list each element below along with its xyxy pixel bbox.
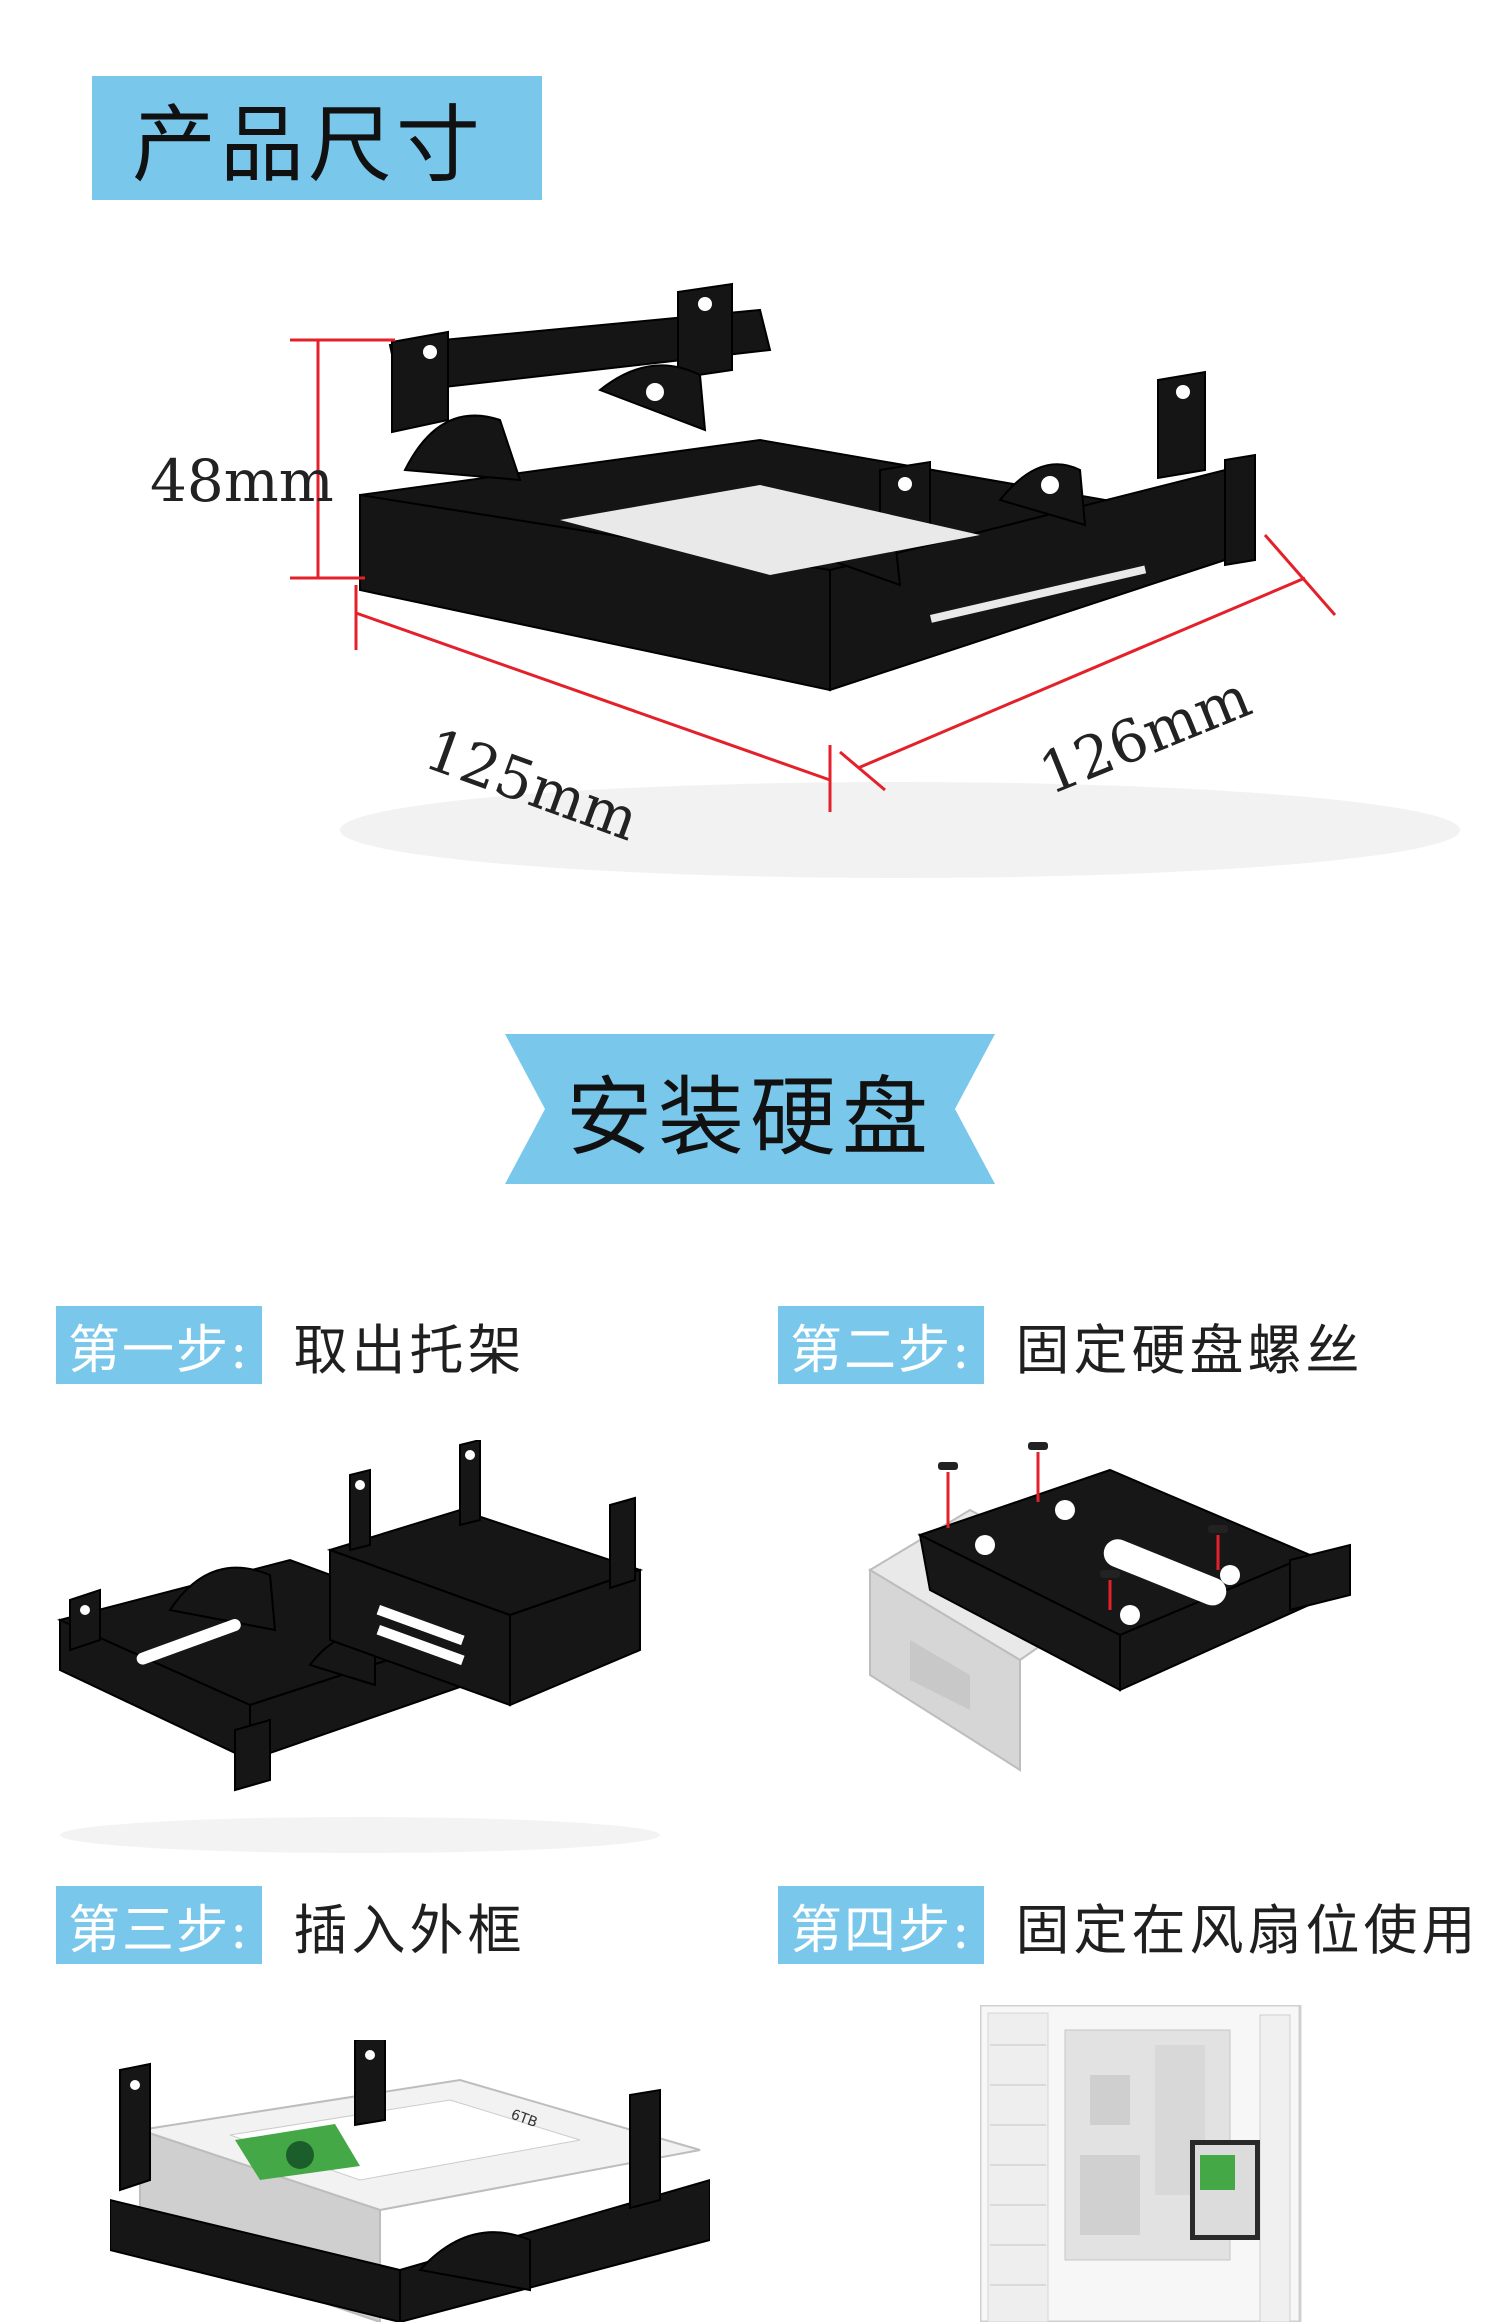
step-3-text: 插入外框 xyxy=(293,1898,526,1962)
step-4-text: 固定在风扇位使用 xyxy=(1015,1898,1480,1962)
step-3-image: 6TB xyxy=(110,2040,710,2322)
step-3-label: 第三步: 插入外框 xyxy=(56,1886,526,1964)
size-section-title: 产品尺寸 xyxy=(92,76,542,200)
install-title-ribbon xyxy=(505,1034,995,1184)
bracket-dimension-illustration xyxy=(290,282,1460,878)
step-4-label: 第四步: 固定在风扇位使用 xyxy=(778,1886,1480,1964)
step-1-text: 取出托架 xyxy=(293,1318,526,1382)
dimension-height-label: 48mm xyxy=(150,447,334,515)
step-2-label: 第二步: 固定硬盘螺丝 xyxy=(778,1306,1364,1384)
step-4-image xyxy=(980,2005,1302,2322)
step-4-badge: 第四步: xyxy=(778,1886,984,1964)
install-section-title: 安装硬盘 xyxy=(566,1067,934,1168)
step-3-badge: 第三步: xyxy=(56,1886,262,1964)
step-2-badge: 第二步: xyxy=(778,1306,984,1384)
step-1-badge: 第一步: xyxy=(56,1306,262,1384)
step-2-text: 固定硬盘螺丝 xyxy=(1015,1318,1364,1382)
step-2-image xyxy=(868,1442,1351,1772)
step-1-label: 第一步: 取出托架 xyxy=(56,1306,526,1384)
step-1-image xyxy=(56,1440,660,1853)
